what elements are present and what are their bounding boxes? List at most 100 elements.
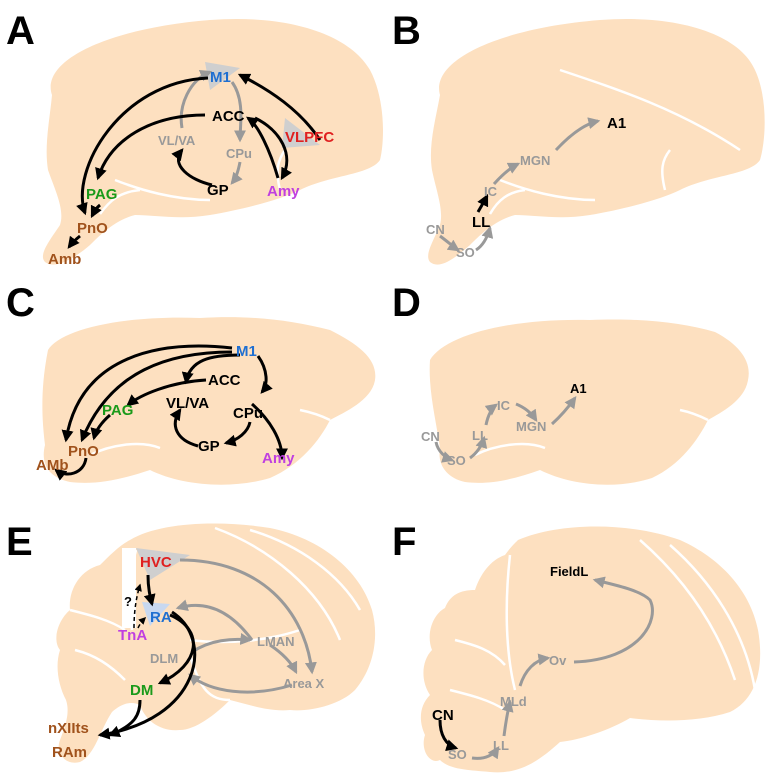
label-a1-b: A1 bbox=[607, 115, 626, 132]
label-ll-d: LL bbox=[472, 428, 488, 443]
label-pag-a: PAG bbox=[86, 186, 117, 203]
path-cpu-gp-a bbox=[230, 161, 243, 185]
path-cpu-gp-c bbox=[223, 421, 252, 447]
panel-d: D A1 MGN IC LL CN SO bbox=[392, 281, 749, 485]
label-nxiits-e: nXIIts bbox=[48, 720, 89, 737]
label-ra-e: RA bbox=[150, 609, 172, 626]
panel-letter-a: A bbox=[6, 9, 35, 53]
path-m1-cpu-a bbox=[230, 81, 247, 143]
label-question-e: ? bbox=[124, 594, 132, 609]
brain-outline-a bbox=[42, 18, 383, 265]
label-acc-c: ACC bbox=[208, 372, 241, 389]
brain-fold-b3 bbox=[661, 149, 671, 191]
brain-fold-e2 bbox=[249, 528, 362, 611]
label-so-d: SO bbox=[447, 453, 466, 468]
path-amy-acc-a bbox=[246, 116, 280, 179]
label-gp-a: GP bbox=[207, 182, 229, 199]
label-cpu-a: CPu bbox=[226, 146, 252, 161]
path-acc-amy-a bbox=[254, 116, 292, 181]
brain-fold-b2 bbox=[499, 178, 596, 202]
path-pno-amb-a bbox=[67, 234, 81, 249]
label-m1-c: M1 bbox=[236, 343, 257, 360]
brain-fold-c1 bbox=[89, 442, 161, 457]
label-mld-f: MLd bbox=[500, 694, 527, 709]
brain-fold-e3 bbox=[214, 526, 342, 641]
m1-highlight-a bbox=[205, 62, 240, 90]
path-mld-ov-f bbox=[518, 653, 551, 687]
path-hvc-ra-e bbox=[143, 574, 156, 607]
panel-c: C M1 ACC VL/VA CPu GP Amy PAG PnO AMb bbox=[6, 281, 376, 485]
label-acc-a: ACC bbox=[212, 108, 245, 125]
panel-letter-b: B bbox=[392, 9, 421, 53]
brain-outline-f bbox=[420, 526, 761, 773]
label-ram-e: RAm bbox=[52, 744, 87, 761]
path-vlva-m1-a bbox=[179, 70, 213, 129]
brain-fold-e7 bbox=[69, 608, 126, 632]
label-mgn-b: MGN bbox=[520, 153, 550, 168]
path-mgn-a1-d bbox=[550, 396, 577, 426]
label-a1-d: A1 bbox=[570, 381, 587, 396]
brain-fold-d2 bbox=[679, 408, 709, 422]
path-mgn-a1-b bbox=[554, 117, 601, 152]
label-gp-c: GP bbox=[198, 438, 220, 455]
path-lman-areax-e bbox=[269, 643, 298, 675]
panel-letter-c: C bbox=[6, 281, 35, 325]
path-tna-hvc-e bbox=[133, 583, 142, 629]
path-vlpfc-m1-a bbox=[237, 73, 322, 141]
path-so-ll-f bbox=[471, 746, 500, 760]
panel-b: B A1 MGN IC LL CN SO bbox=[392, 9, 765, 265]
path-m1-cpu-c bbox=[256, 355, 273, 394]
label-dlm-e: DLM bbox=[150, 651, 178, 666]
label-mgn-d: MGN bbox=[516, 419, 546, 434]
path-hvc-areax-e bbox=[179, 558, 317, 675]
path-ic-mgn-d bbox=[515, 402, 538, 422]
path-lman-ra-e bbox=[175, 599, 254, 641]
path-acc-pag-a bbox=[95, 113, 206, 181]
path-cn-so-f bbox=[438, 719, 459, 751]
label-cpu-c: CPu bbox=[233, 405, 263, 422]
brain-fold-c2 bbox=[299, 408, 331, 422]
label-cn-b: CN bbox=[426, 222, 445, 237]
path-pag-pno-c bbox=[90, 413, 111, 441]
label-ov-f: Ov bbox=[549, 653, 567, 668]
brain-fold-a3 bbox=[98, 188, 141, 215]
path-m1-vlva-c bbox=[181, 353, 241, 385]
label-pno-c: PnO bbox=[68, 443, 99, 460]
path-m1-amb-c-inner bbox=[80, 350, 233, 443]
brain-fold-b4 bbox=[488, 188, 526, 215]
path-pno-amb-c bbox=[54, 457, 88, 481]
label-dm-e: DM bbox=[130, 682, 153, 699]
label-ll-b: LL bbox=[472, 214, 490, 231]
label-vlpfc-a: VLPFC bbox=[285, 129, 334, 146]
path-gp-vlva-a bbox=[171, 148, 213, 187]
path-m1-amb-c-outer bbox=[61, 344, 233, 443]
panel-letter-e: E bbox=[6, 520, 33, 564]
path-so-ll-d bbox=[469, 435, 488, 460]
brain-fold-e6 bbox=[74, 648, 126, 681]
brain-gap-e bbox=[122, 548, 136, 628]
path-m1-pno-a bbox=[76, 76, 209, 216]
label-pag-c: PAG bbox=[102, 402, 133, 419]
panel-letter-f: F bbox=[392, 520, 416, 564]
path-cn-so-b bbox=[439, 234, 460, 252]
path-gp-vlva-c bbox=[169, 408, 199, 448]
label-m1-a: M1 bbox=[210, 69, 231, 86]
label-cn-f: CN bbox=[432, 707, 454, 724]
label-tna-e: TnA bbox=[118, 627, 147, 644]
panel-e: E HVC RA TnA ? LMAN DLM Area X DM nXIIts… bbox=[6, 520, 376, 763]
label-amy-a: Amy bbox=[267, 183, 300, 200]
brain-fold-b1 bbox=[559, 68, 741, 152]
path-pag-pno-a bbox=[90, 203, 102, 219]
path-ra-nxiits-e bbox=[97, 610, 196, 740]
label-vlva-c: VL/VA bbox=[166, 395, 209, 412]
label-hvc-e: HVC bbox=[140, 554, 172, 571]
label-areax-e: Area X bbox=[283, 676, 325, 691]
path-ll-ic-b bbox=[476, 193, 489, 213]
brain-fold-f5 bbox=[449, 688, 506, 712]
path-dlm-lman-e bbox=[191, 632, 253, 654]
brain-fold-f3 bbox=[669, 544, 757, 691]
brain-fold-f4 bbox=[454, 638, 506, 666]
label-so-f: SO bbox=[448, 747, 467, 762]
label-cn-d: CN bbox=[421, 429, 440, 444]
path-ll-ic-d bbox=[484, 403, 498, 426]
